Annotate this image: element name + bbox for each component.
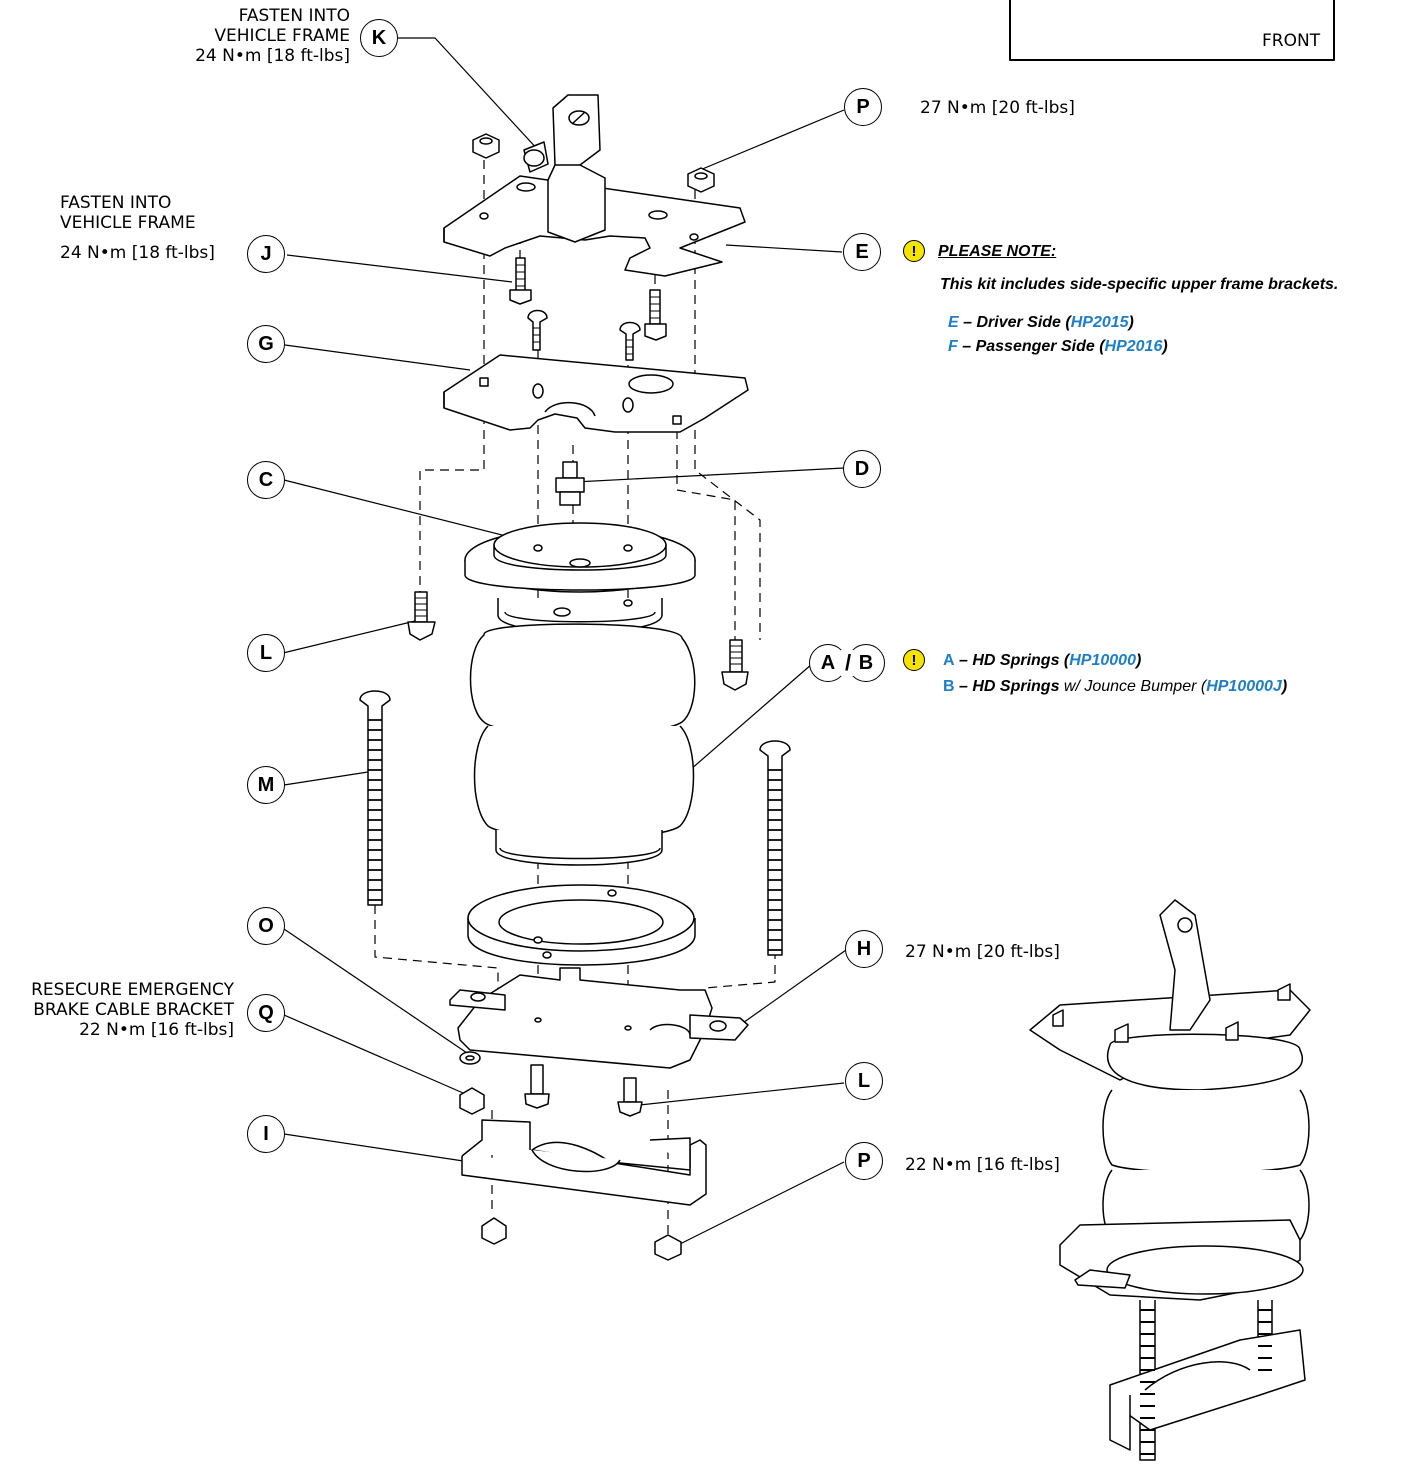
fitting-d bbox=[555, 461, 585, 506]
q-note-line-3: 22 N•m [16 ft-lbs] bbox=[79, 1020, 234, 1040]
callout-k: K bbox=[360, 19, 398, 57]
bolts-l-lower bbox=[524, 1064, 643, 1117]
callout-i: I bbox=[247, 1115, 285, 1153]
cradle-i bbox=[461, 1119, 707, 1206]
bracket-note-text: This kit includes side-specific upper fr… bbox=[940, 276, 1339, 293]
plate-g bbox=[443, 354, 749, 433]
a-letter: A bbox=[943, 652, 955, 669]
f-letter: F bbox=[948, 338, 958, 355]
assembled-threads bbox=[1140, 1309, 1272, 1455]
callout-c: C bbox=[247, 461, 285, 499]
front-label: FRONT bbox=[1262, 31, 1321, 51]
b-part-number: HP10000J bbox=[1206, 678, 1282, 695]
callout-a-b: A B / bbox=[809, 642, 886, 684]
callout-m: M bbox=[247, 766, 285, 804]
k-bolt bbox=[472, 133, 715, 193]
callout-d: D bbox=[843, 450, 881, 488]
callout-a: A bbox=[809, 644, 847, 682]
front-box bbox=[1009, 0, 1335, 61]
callout-q: Q bbox=[247, 994, 285, 1032]
b-close: ) bbox=[1281, 678, 1288, 695]
b-letter: B bbox=[943, 678, 955, 695]
q-resecure-note: RESECURE EMERGENCY BRAKE CABLE BRACKET 2… bbox=[31, 980, 234, 1040]
lower-bracket-h bbox=[449, 967, 749, 1069]
bolt-m-threads bbox=[368, 719, 782, 951]
p-top-torque: 27 N•m [20 ft-lbs] bbox=[920, 98, 1075, 118]
leader-lines bbox=[282, 37, 847, 1251]
j-bolts bbox=[509, 257, 667, 361]
please-note-heading: PLEASE NOTE: bbox=[938, 243, 1057, 260]
k-note-line-1: FASTEN INTO bbox=[238, 6, 350, 26]
callout-l-right: L bbox=[845, 1062, 883, 1100]
j-note-line-2: VEHICLE FRAME bbox=[60, 213, 196, 233]
p-bottom-torque: 22 N•m [16 ft-lbs] bbox=[905, 1155, 1060, 1175]
l-threads bbox=[415, 597, 742, 665]
q-note-line-1: RESECURE EMERGENCY bbox=[31, 980, 234, 1000]
callout-h: H bbox=[845, 930, 883, 968]
warning-icon: ! bbox=[903, 240, 925, 262]
callout-g: G bbox=[247, 325, 285, 363]
j-fasten-note: FASTEN INTO VEHICLE FRAME 24 N•m [18 ft-… bbox=[60, 193, 215, 263]
k-note-line-2: VEHICLE FRAME bbox=[214, 26, 350, 46]
washer-nut bbox=[459, 1051, 485, 1115]
b-plain-text: w/ Jounce Bumper ( bbox=[1059, 678, 1207, 695]
e-close: ) bbox=[1128, 314, 1134, 331]
upper-bracket-e bbox=[443, 94, 746, 277]
bolt-threads bbox=[516, 264, 660, 355]
callout-p-top: P bbox=[844, 88, 882, 126]
driver-side-note: E – Driver Side (HP2015) bbox=[948, 311, 1134, 335]
callout-j: J bbox=[247, 235, 285, 273]
k-note-line-3: 24 N•m [18 ft-lbs] bbox=[195, 46, 350, 66]
q-note-line-2: BRAKE CABLE BRACKET bbox=[33, 1000, 234, 1020]
bottom-nuts bbox=[481, 1217, 682, 1261]
k-fasten-note: FASTEN INTO VEHICLE FRAME 24 N•m [18 ft-… bbox=[195, 6, 350, 66]
j-note-line-3: 24 N•m [18 ft-lbs] bbox=[60, 243, 215, 263]
f-close: ) bbox=[1162, 338, 1168, 355]
callout-e: E bbox=[843, 233, 881, 271]
springs-warning-icon: ! bbox=[903, 649, 925, 671]
b-text: – HD Springs bbox=[954, 678, 1060, 695]
a-text: – HD Springs ( bbox=[954, 652, 1070, 669]
h-torque: 27 N•m [20 ft-lbs] bbox=[905, 942, 1060, 962]
callout-slash: / bbox=[841, 650, 855, 676]
bolts-l-upper bbox=[407, 591, 749, 691]
j-note-line-1: FASTEN INTO bbox=[60, 193, 172, 213]
a-close: ) bbox=[1135, 652, 1142, 669]
assembled-view bbox=[1029, 899, 1311, 1461]
e-letter: E bbox=[948, 314, 959, 331]
a-part-number: HP10000 bbox=[1069, 652, 1136, 669]
e-text: – Driver Side ( bbox=[958, 314, 1071, 331]
hd-springs-jounce-note: B – HD Springs w/ Jounce Bumper (HP10000… bbox=[943, 675, 1287, 699]
callout-o: O bbox=[247, 907, 285, 945]
passenger-side-note: F – Passenger Side (HP2016) bbox=[948, 335, 1168, 359]
carriage-bolts-m bbox=[359, 690, 791, 956]
f-part-number: HP2016 bbox=[1104, 338, 1163, 355]
lower-ring bbox=[467, 884, 696, 966]
hd-springs-note: A – HD Springs (HP10000) bbox=[943, 649, 1141, 673]
air-spring bbox=[464, 522, 696, 866]
f-text: – Passenger Side ( bbox=[957, 338, 1105, 355]
callout-l-left: L bbox=[247, 634, 285, 672]
e-part-number: HP2015 bbox=[1070, 314, 1129, 331]
callout-p-bottom: P bbox=[845, 1142, 883, 1180]
